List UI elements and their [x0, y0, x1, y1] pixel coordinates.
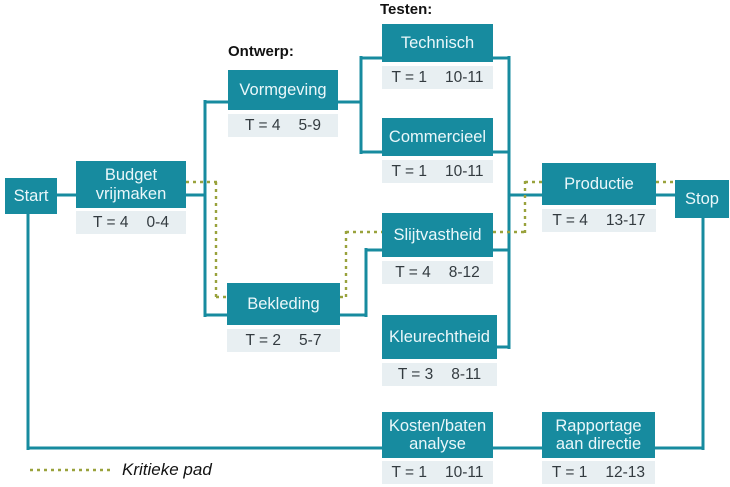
- time-window: 10-11: [444, 463, 484, 481]
- duration-band-slijtvastheid: T = 4 8-12: [382, 261, 493, 284]
- duration-band-vormgeving: T = 4 5-9: [228, 114, 338, 137]
- duration-band-budget: T = 4 0-4: [76, 211, 186, 234]
- node-rapportage-aan-directie: Rapportage aan directie: [542, 412, 655, 458]
- node-budget-vrijmaken: Budget vrijmaken: [76, 161, 186, 208]
- node-kleurechtheid: Kleurechtheid: [382, 315, 497, 359]
- duration-value: T = 1: [551, 463, 588, 481]
- duration-band-bekleding: T = 2 5-7: [227, 329, 340, 352]
- duration-value: T = 4: [245, 116, 281, 134]
- duration-band-technisch: T = 1 10-11: [382, 66, 493, 89]
- duration-band-kosten-baten: T = 1 10-11: [382, 461, 493, 484]
- node-technisch: Technisch: [382, 24, 493, 62]
- duration-value: T = 1: [391, 68, 427, 86]
- group-label-ontwerp: Ontwerp:: [228, 43, 294, 60]
- duration-band-rapportage: T = 1 12-13: [542, 461, 655, 484]
- node-kosten-baten-analyse: Kosten/baten analyse: [382, 412, 493, 458]
- node-bekleding: Bekleding: [227, 283, 340, 325]
- duration-value: T = 3: [397, 365, 434, 383]
- legend-critical-path-label: Kritieke pad: [122, 460, 212, 479]
- duration-value: T = 4: [395, 263, 431, 281]
- node-vormgeving: Vormgeving: [228, 70, 338, 110]
- node-productie: Productie: [542, 163, 656, 205]
- duration-band-productie: T = 4 13-17: [542, 209, 656, 232]
- node-slijtvastheid: Slijtvastheid: [382, 213, 493, 257]
- time-window: 5-9: [298, 116, 321, 134]
- node-start: Start: [5, 178, 57, 214]
- duration-band-kleurechtheid: T = 3 8-11: [382, 363, 497, 386]
- duration-value: T = 4: [552, 211, 588, 229]
- time-window: 8-12: [448, 263, 480, 281]
- time-window: 5-7: [299, 331, 322, 349]
- node-commercieel: Commercieel: [382, 118, 493, 156]
- time-window: 10-11: [444, 68, 484, 86]
- time-window: 0-4: [146, 213, 169, 231]
- duration-band-commercieel: T = 1 10-11: [382, 160, 493, 183]
- duration-value: T = 4: [93, 213, 129, 231]
- time-window: 8-11: [451, 365, 482, 383]
- time-window: 12-13: [605, 463, 646, 481]
- group-label-testen: Testen:: [380, 1, 433, 18]
- duration-value: T = 2: [245, 331, 282, 349]
- duration-value: T = 1: [391, 162, 427, 180]
- duration-value: T = 1: [391, 463, 427, 481]
- node-stop: Stop: [675, 180, 729, 218]
- time-window: 13-17: [605, 211, 646, 229]
- time-window: 10-11: [444, 162, 484, 180]
